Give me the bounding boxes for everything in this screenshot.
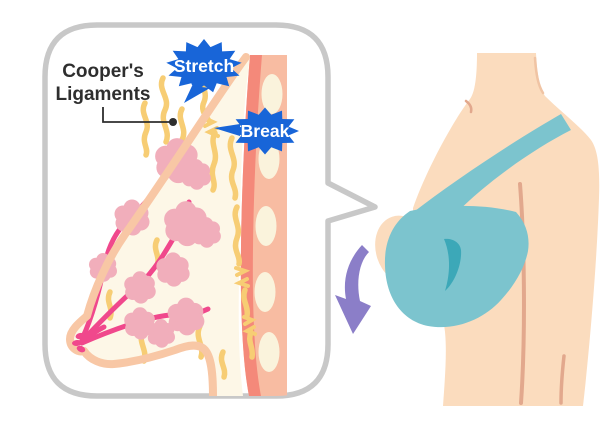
side-torso-figure (375, 53, 600, 406)
label-leader-line (102, 107, 170, 123)
label-line1: Cooper's (62, 61, 144, 82)
label-line2: Ligaments (55, 84, 150, 105)
rib-ovals (254, 74, 283, 372)
arm-crease-line (518, 182, 526, 405)
clavicle-line (464, 99, 473, 114)
stretch-badge-label: Stretch (174, 56, 234, 76)
break-badge-tail (214, 124, 240, 136)
ligament-break-marks (202, 116, 257, 336)
coopers-ligaments-label: Cooper's Ligaments (55, 61, 177, 126)
break-starburst-icon (231, 107, 299, 155)
nipple (72, 332, 86, 353)
waist-crease-line (559, 354, 566, 405)
break-badge: Break (214, 107, 299, 155)
sag-direction-arrow-icon (335, 245, 371, 334)
chest-wall (240, 55, 287, 396)
stretch-badge: Stretch (166, 39, 242, 103)
break-badge-label: Break (241, 121, 290, 141)
label-dot (169, 118, 177, 126)
stretch-starburst-icon (166, 39, 242, 93)
breast-skin-outline (66, 53, 250, 396)
bra-strap (408, 114, 571, 240)
neck-line (533, 56, 545, 95)
stretch-badge-tail (184, 86, 210, 103)
bra-cup-shadow (444, 238, 462, 291)
